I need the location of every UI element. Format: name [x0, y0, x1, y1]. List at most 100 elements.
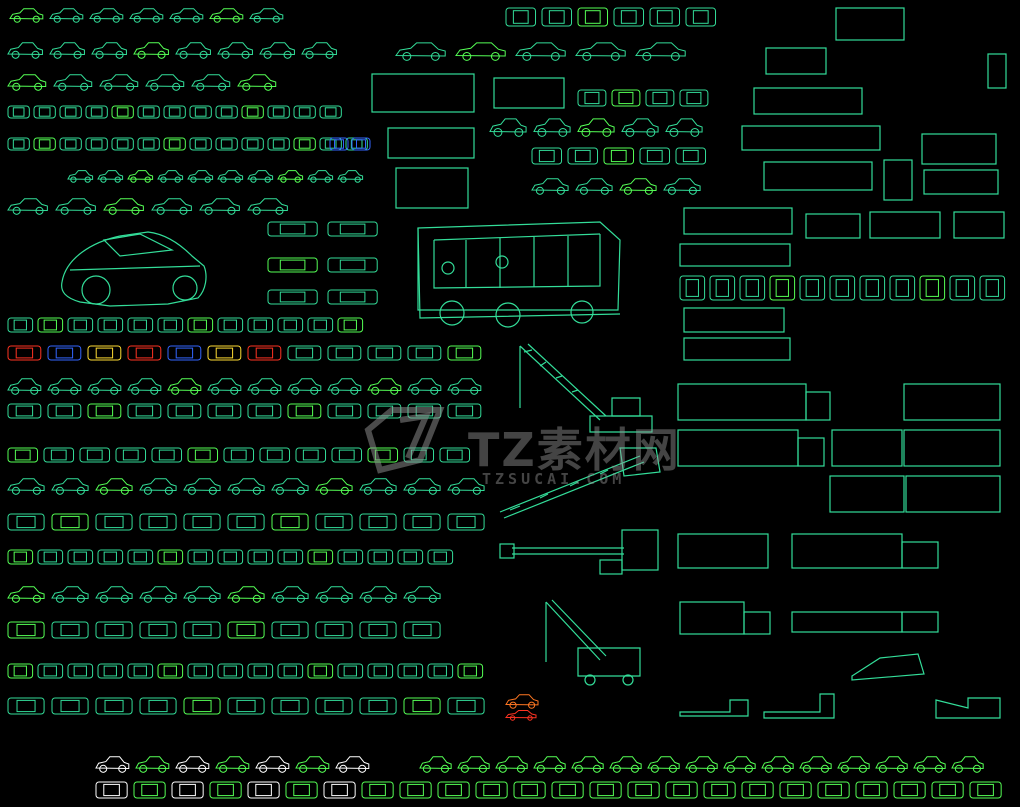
- mobile-crane-drawing-2: [499, 447, 661, 519]
- car-outline: [127, 317, 154, 333]
- car-outline: [95, 478, 133, 495]
- car-outline: [183, 697, 221, 715]
- car-outline: [829, 275, 856, 301]
- car-outline: [359, 478, 397, 495]
- car-outline: [89, 8, 124, 23]
- car-outline: [577, 89, 607, 107]
- car-outline: [647, 756, 680, 773]
- car-outline: [51, 697, 89, 715]
- car-outline: [97, 317, 124, 333]
- car-outline: [951, 756, 984, 773]
- car-outline: [135, 756, 170, 773]
- car-outline: [505, 7, 537, 27]
- car-outline: [447, 378, 482, 395]
- car-outline: [427, 663, 454, 679]
- car-outline: [855, 781, 888, 799]
- car-outline: [327, 221, 378, 237]
- car-outline: [145, 74, 185, 91]
- car-outline: [817, 781, 850, 799]
- car-outline: [103, 198, 144, 215]
- car-outline: [51, 478, 89, 495]
- car-outline: [97, 549, 124, 565]
- car-outline: [111, 105, 134, 119]
- car-outline: [327, 289, 378, 305]
- car-outline: [247, 403, 282, 419]
- car-outline: [439, 447, 471, 463]
- car-outline: [403, 621, 441, 639]
- car-outline: [111, 137, 134, 151]
- car-outline: [407, 345, 442, 361]
- car-outline: [51, 513, 89, 531]
- car-outline: [151, 198, 192, 215]
- car-outline: [395, 42, 446, 61]
- car-outline: [609, 756, 642, 773]
- car-outline: [621, 118, 659, 137]
- large-bus-drawing: [417, 221, 621, 328]
- car-outline: [97, 663, 124, 679]
- car-outline: [183, 513, 221, 531]
- car-outline: [359, 586, 397, 603]
- car-outline: [189, 105, 212, 119]
- car-outline: [207, 403, 242, 419]
- car-outline: [779, 781, 812, 799]
- car-outline: [95, 781, 128, 799]
- car-outline: [127, 345, 162, 361]
- car-outline: [127, 403, 162, 419]
- car-outline: [95, 756, 130, 773]
- car-outline: [37, 549, 64, 565]
- car-outline: [679, 275, 706, 301]
- car-outline: [337, 170, 364, 183]
- car-outline: [167, 345, 202, 361]
- car-outline: [475, 781, 508, 799]
- car-outline: [223, 447, 255, 463]
- car-outline: [293, 137, 316, 151]
- car-outline: [139, 478, 177, 495]
- car-outline: [133, 781, 166, 799]
- car-outline: [129, 8, 164, 23]
- car-outline: [47, 403, 82, 419]
- car-outline: [115, 447, 147, 463]
- car-outline: [67, 317, 94, 333]
- car-outline: [403, 586, 441, 603]
- car-outline: [837, 756, 870, 773]
- car-outline: [139, 586, 177, 603]
- car-outline: [277, 317, 304, 333]
- car-outline: [247, 317, 274, 333]
- car-outline: [663, 178, 701, 195]
- car-outline: [169, 8, 204, 23]
- car-outline: [247, 345, 282, 361]
- car-outline: [665, 118, 703, 137]
- car-outline: [359, 513, 397, 531]
- car-outline: [91, 42, 127, 59]
- car-outline: [307, 317, 334, 333]
- car-outline: [447, 478, 485, 495]
- car-outline: [403, 478, 441, 495]
- car-outline: [67, 170, 94, 183]
- car-outline: [209, 781, 242, 799]
- car-outline: [541, 7, 573, 27]
- car-outline: [137, 105, 160, 119]
- car-outline: [67, 549, 94, 565]
- car-outline: [85, 105, 108, 119]
- car-outline: [51, 621, 89, 639]
- car-outline: [127, 170, 154, 183]
- car-outline: [327, 403, 362, 419]
- car-outline: [301, 42, 337, 59]
- car-outline: [127, 549, 154, 565]
- car-outline: [741, 781, 774, 799]
- car-outline: [649, 7, 681, 27]
- car-outline: [157, 663, 184, 679]
- car-outline: [247, 170, 274, 183]
- car-outline: [277, 549, 304, 565]
- car-outline: [645, 89, 675, 107]
- car-outline: [893, 781, 926, 799]
- car-outline: [259, 42, 295, 59]
- car-outline: [315, 586, 353, 603]
- car-outline: [7, 198, 48, 215]
- car-outline: [95, 697, 133, 715]
- car-outline: [215, 105, 238, 119]
- car-outline: [337, 317, 364, 333]
- car-outline: [67, 663, 94, 679]
- car-outline: [163, 137, 186, 151]
- car-outline: [33, 105, 56, 119]
